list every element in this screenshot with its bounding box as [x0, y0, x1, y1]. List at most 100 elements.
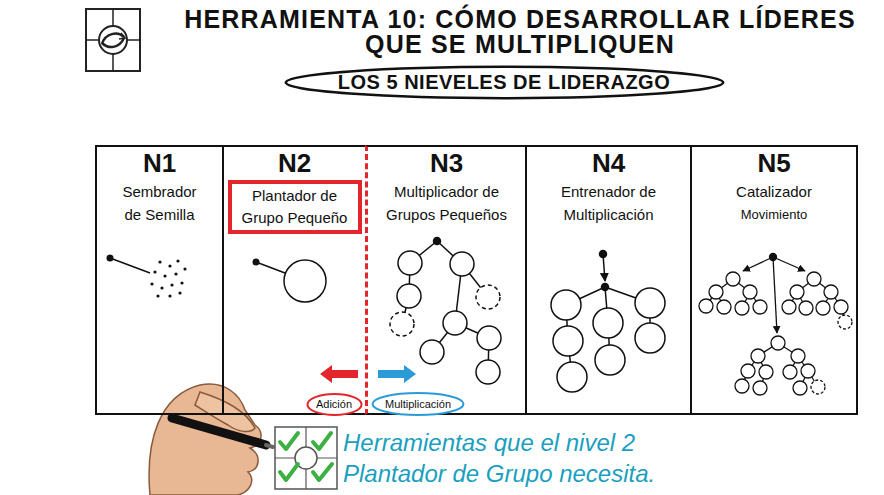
- checklist-icon: [280, 433, 298, 449]
- subtitle-text: LOS 5 NIEVELES DE LIDERAZGO: [338, 73, 670, 91]
- level-name: Multiplicador de Grupos Pequeños: [377, 180, 517, 226]
- multiplier-tree-figure: [398, 251, 422, 275]
- level-name: Catalizador: [704, 180, 844, 203]
- level-number: N1: [97, 148, 222, 178]
- checklist-icon: [280, 433, 332, 480]
- seed-sower-figure: [153, 270, 156, 273]
- level-column: N2Plantador de Grupo Pequeño: [222, 145, 365, 415]
- highlight-box: Plantador de Grupo Pequeño: [228, 180, 362, 234]
- level-name: Entrenador de Multiplicación: [542, 180, 676, 226]
- seed-sower-figure: [180, 281, 183, 284]
- level-name: Plantador de Grupo Pequeño: [239, 185, 351, 229]
- multiplier-tree-figure: [450, 252, 474, 276]
- movement-tree-figure: [783, 365, 797, 379]
- multiplier-tree-figure: [434, 238, 441, 245]
- movement-tree-figure: [773, 257, 777, 333]
- logo-icon: [86, 9, 140, 71]
- seed-sower-figure: [183, 267, 186, 270]
- seed-sower-figure: [168, 294, 171, 297]
- checklist-icon: [275, 427, 337, 489]
- level-number: N2: [224, 148, 365, 178]
- level-column: N1Sembrador de Semilla: [95, 145, 222, 415]
- ellipse-outline: [307, 394, 361, 415]
- movement-tree-figure: [834, 300, 848, 314]
- diagram-title: HERRAMIENTA 10: CÓMO DESARROLLAR LÍDERES…: [170, 7, 870, 57]
- group-planter-figure: [256, 262, 285, 273]
- seed-sower-figure: [156, 294, 159, 297]
- addition-label: Adición: [316, 398, 352, 410]
- multiplier-tree-figure: [476, 285, 500, 309]
- movement-tree-figure: [735, 379, 749, 393]
- movement-tree-figure: [807, 272, 821, 286]
- movement-tree-figure: [699, 272, 852, 395]
- trainer-tree-figure: [635, 323, 665, 353]
- level-subname: Movimiento: [704, 203, 844, 226]
- trainer-tree-figure: [602, 284, 609, 291]
- movement-tree-figure: [743, 285, 757, 299]
- multiplication-ellipse: Multiplicación: [370, 391, 466, 417]
- movement-tree-figure: [699, 254, 852, 396]
- level-column: N5CatalizadorMovimiento: [690, 145, 858, 415]
- trainer-tree-figure: [551, 290, 581, 320]
- seed-sower-figure: [107, 255, 114, 262]
- level-name: Sembrador de Semilla: [118, 180, 202, 226]
- multiplier-tree-figure: [397, 284, 421, 308]
- level-column: N4Entrenador de Multiplicación: [525, 145, 690, 415]
- multiplier-tree-figure: [390, 238, 501, 385]
- trainer-tree-figure: [551, 251, 665, 393]
- seed-sower-figure: [107, 255, 187, 298]
- movement-tree-figure: [770, 254, 777, 261]
- movement-tree-figure: [791, 349, 805, 363]
- multiplier-tree-figure: [420, 340, 444, 364]
- movement-tree-figure: [741, 364, 755, 378]
- trainer-tree-figure: [557, 362, 587, 392]
- movement-tree-figure: [751, 349, 765, 363]
- logo-icon: [99, 26, 127, 54]
- hand-with-marker: [266, 445, 273, 447]
- ellipse-outline: [285, 66, 722, 97]
- seed-sower-figure: [178, 291, 181, 294]
- logo-icon: [119, 33, 125, 39]
- seed-sower-figure: [150, 282, 153, 285]
- seed-sower-figure: [168, 264, 171, 267]
- group-planter-figure: [284, 260, 326, 302]
- checklist-icon: [280, 464, 298, 480]
- movement-tree-figure: [717, 300, 731, 314]
- seed-sower-figure: [163, 274, 166, 277]
- movement-tree-figure: [735, 301, 749, 315]
- level-number: N4: [527, 148, 690, 178]
- trainer-tree-figure: [600, 251, 607, 258]
- logo-icon: [86, 9, 140, 71]
- hand-with-marker: [195, 392, 255, 432]
- seed-sower-figure: [160, 286, 163, 289]
- subtitle-ellipse: LOS 5 NIEVELES DE LIDERAZGO: [283, 64, 726, 101]
- multiplier-tree-figure: [443, 311, 467, 335]
- movement-tree-figure: [811, 380, 825, 394]
- multiplier-tree-figure: [476, 360, 500, 384]
- movement-tree-figure: [773, 257, 805, 271]
- movement-tree-figure: [709, 285, 723, 299]
- movement-tree-figure: [726, 272, 740, 286]
- seed-sower-figure: [176, 259, 179, 262]
- checklist-icon: [275, 427, 337, 489]
- seed-sower-figure: [170, 283, 173, 286]
- movement-tree-figure: [816, 301, 830, 315]
- trainer-tree-figure: [553, 326, 583, 356]
- checklist-icon: [313, 464, 332, 480]
- movement-tree-figure: [782, 300, 796, 314]
- level-column: N3Multiplicador de Grupos Pequeños: [365, 145, 525, 415]
- movement-tree-figure: [753, 381, 767, 395]
- trainer-tree-figure: [593, 308, 623, 338]
- direction-arrows: [320, 365, 358, 383]
- multiplication-label: Multiplicación: [385, 398, 451, 410]
- level-number: N3: [368, 148, 525, 178]
- trainer-tree-figure: [595, 345, 625, 375]
- movement-tree-figure: [793, 381, 807, 395]
- movement-tree-figure: [771, 336, 785, 350]
- multiplier-tree-figure: [390, 312, 414, 336]
- group-planter-figure: [253, 259, 260, 266]
- handwritten-note: Herramientas que el nivel 2 Plantador de…: [343, 427, 663, 489]
- level-number: N5: [692, 148, 856, 178]
